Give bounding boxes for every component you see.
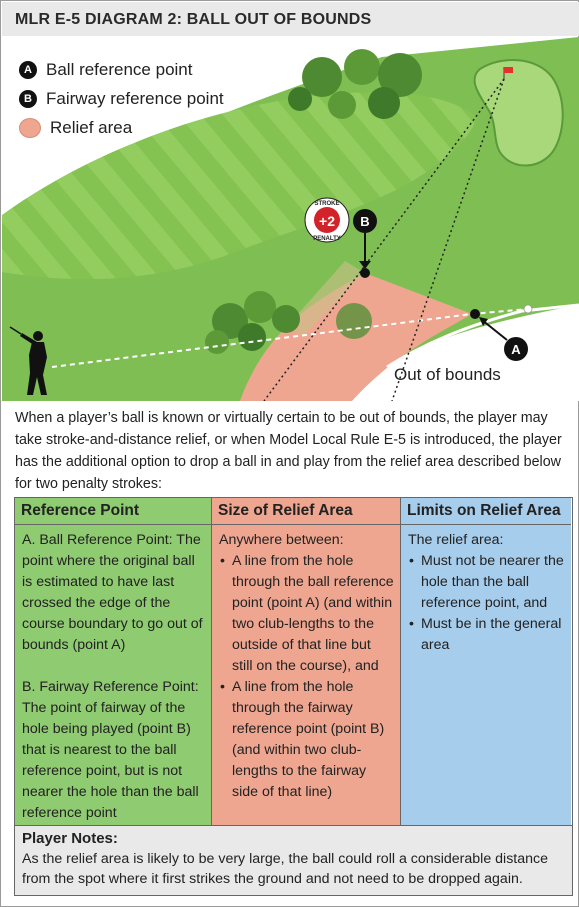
- line-hole-through-b: [263, 78, 505, 401]
- relief-table: Reference Point A. Ball Reference Point:…: [14, 497, 573, 896]
- ball-reference-point-text: A. Ball Reference Point: The point where…: [22, 532, 203, 653]
- marker-a: [504, 337, 528, 361]
- point-b-dot: [360, 268, 370, 278]
- point-a-dot: [470, 309, 480, 319]
- trees-top: [288, 49, 422, 119]
- marker-a-label: A: [511, 342, 521, 357]
- golfer-silhouette: [9, 326, 47, 395]
- header-reference-point: Reference Point: [15, 498, 211, 525]
- size-item: A line from the hole through the ball re…: [219, 551, 394, 677]
- golf-ball: [523, 304, 533, 314]
- relief-swatch: [19, 117, 41, 138]
- fairway-reference-point-text: B. Fairway Reference Point: The point of…: [22, 679, 199, 821]
- legend: A Ball reference point B Fairway referen…: [19, 55, 224, 142]
- intro-text: When a player’s ball is known or virtual…: [15, 410, 562, 492]
- legend-label-b: Fairway reference point: [46, 88, 224, 108]
- flag: [504, 67, 513, 73]
- putting-green: [473, 59, 564, 167]
- header-limits: Limits on Relief Area: [401, 498, 571, 525]
- marker-b: [353, 209, 377, 233]
- boundary-line: [386, 303, 579, 369]
- legend-badge-a: A: [19, 60, 37, 79]
- fairway: [2, 92, 477, 280]
- penalty-bottom-text: PENALTY: [313, 236, 341, 242]
- penalty-top-text: STROKE: [314, 201, 339, 207]
- trees-bottom: [205, 291, 372, 354]
- line-hole-through-a: [391, 78, 505, 401]
- limits-intro: The relief area:: [408, 532, 504, 548]
- limits-item: Must be in the general area: [408, 614, 565, 656]
- course-illustration: B A +2 STROKE PENALTY: [2, 37, 579, 401]
- limits-item: Must not be nearer the hole than the bal…: [408, 551, 565, 614]
- out-of-bounds-label: Out of bounds: [394, 365, 501, 384]
- reference-point-column: Reference Point A. Ball Reference Point:…: [15, 498, 212, 825]
- legend-label-relief: Relief area: [50, 117, 133, 137]
- legend-label-a: Ball reference point: [46, 59, 193, 79]
- legend-item-relief: Relief area: [19, 113, 224, 142]
- header-size: Size of Relief Area: [212, 498, 400, 525]
- page-title: MLR E-5 DIAGRAM 2: BALL OUT OF BOUNDS: [15, 11, 372, 28]
- player-notes-heading: Player Notes:: [22, 830, 118, 847]
- out-of-bounds-area: [347, 307, 579, 401]
- title-bar: MLR E-5 DIAGRAM 2: BALL OUT OF BOUNDS: [2, 2, 579, 36]
- penalty-value: +2: [319, 213, 335, 229]
- player-notes: Player Notes: As the relief area is like…: [15, 825, 572, 895]
- legend-badge-b: B: [19, 89, 37, 108]
- size-item: A line from the hole through the fairway…: [219, 677, 394, 803]
- limits-column: Limits on Relief Area The relief area: M…: [401, 498, 571, 825]
- player-notes-text: As the relief area is likely to be very …: [22, 851, 549, 887]
- marker-b-label: B: [360, 214, 369, 229]
- legend-item-a: A Ball reference point: [19, 55, 224, 84]
- legend-item-b: B Fairway reference point: [19, 84, 224, 113]
- size-intro: Anywhere between:: [219, 532, 344, 548]
- size-column: Size of Relief Area Anywhere between: A …: [212, 498, 401, 825]
